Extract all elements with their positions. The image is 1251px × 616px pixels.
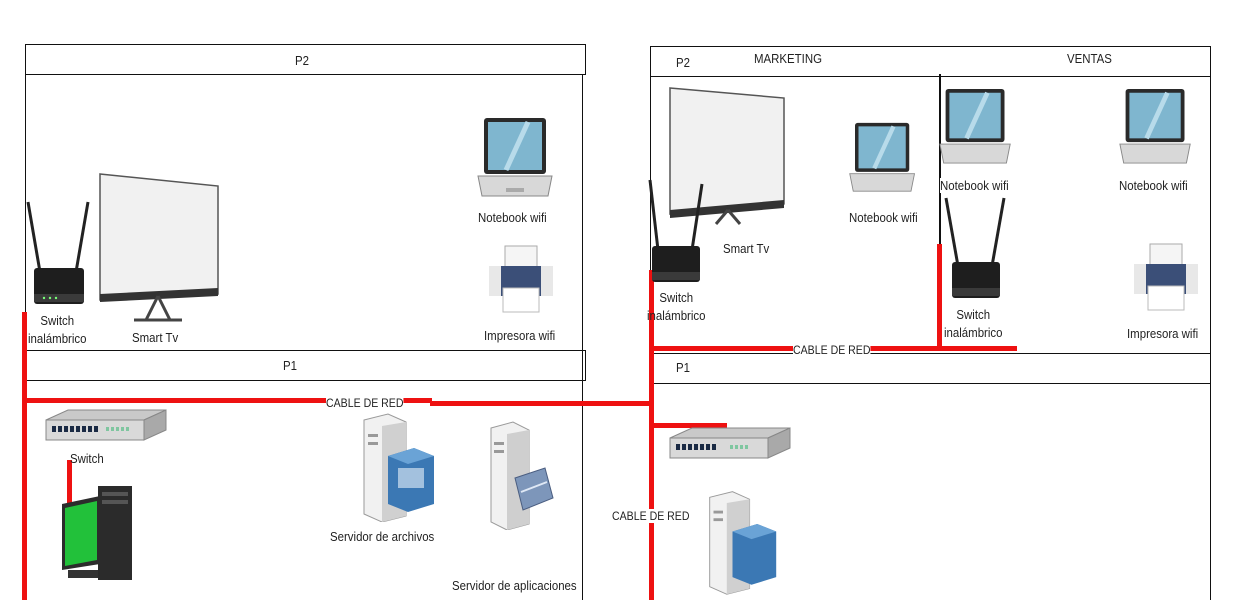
network-switch-icon (44, 406, 168, 442)
left-floor1-label: P1 (283, 358, 297, 373)
right-notebook-ventas-1-label: Notebook wifi (940, 178, 1009, 193)
cable-label-right-floor2: CABLE DE RED (793, 343, 871, 357)
smart-tv-icon (98, 172, 220, 324)
right-building-right-wall (1210, 76, 1211, 600)
wireless-router-icon (26, 200, 92, 306)
cable-main-horizontal-a (22, 398, 432, 403)
cable-label-right-floor1: CABLE DE RED (612, 509, 690, 523)
left-tv-label: Smart Tv (132, 330, 179, 345)
app-server-icon (485, 420, 555, 530)
right-notebook-ventas-2-label: Notebook wifi (1119, 178, 1188, 193)
section-divider (939, 74, 941, 244)
printer-icon (1132, 242, 1200, 312)
ventas-label: VENTAS (1067, 51, 1112, 66)
right-floor1-label: P1 (676, 360, 690, 375)
file-server-label: Servidor de archivos (330, 529, 435, 544)
file-server-icon (358, 412, 438, 522)
notebook-icon (476, 116, 556, 198)
cable-ventas-vertical (937, 244, 942, 350)
right-floor2-header (650, 46, 1211, 77)
file-server-icon (704, 484, 780, 600)
right-router-marketing-label: Switch inalámbrico (647, 290, 706, 323)
cable-label-left: CABLE DE RED (326, 396, 404, 410)
left-building-right-wall (582, 74, 583, 600)
left-switch-label: Switch (70, 451, 104, 466)
left-router-label: Switch inalámbrico (28, 313, 87, 346)
app-server-label: Servidor de aplicaciones (452, 578, 577, 593)
network-switch-icon (668, 424, 792, 460)
right-printer-label: Impresora wifi (1127, 326, 1199, 341)
left-floor1-header (25, 350, 586, 381)
right-router-ventas-label: Switch inalámbrico (944, 307, 1003, 340)
notebook-icon (1118, 84, 1194, 168)
cable-main-horizontal-b (430, 401, 654, 406)
printer-icon (487, 244, 555, 314)
wireless-router-icon (944, 196, 1008, 300)
notebook-icon (938, 84, 1014, 168)
notebook-icon (848, 116, 918, 198)
cable-switch-to-pc (67, 460, 72, 510)
right-notebook-marketing-label: Notebook wifi (849, 210, 918, 225)
wireless-router-icon (648, 178, 704, 284)
left-notebook-label: Notebook wifi (478, 210, 547, 225)
right-floor1-header (650, 353, 1211, 384)
cable-right-vertical (649, 270, 654, 600)
desktop-pc-icon (60, 484, 136, 584)
left-floor2-header (25, 44, 586, 75)
right-tv-label: Smart Tv (723, 241, 770, 256)
left-floor2-label: P2 (295, 53, 309, 68)
right-floor2-label: P2 (676, 55, 690, 70)
marketing-label: MARKETING (754, 51, 823, 66)
cable-right-to-switch (651, 423, 727, 428)
left-printer-label: Impresora wifi (484, 328, 556, 343)
cable-left-vertical (22, 312, 27, 600)
